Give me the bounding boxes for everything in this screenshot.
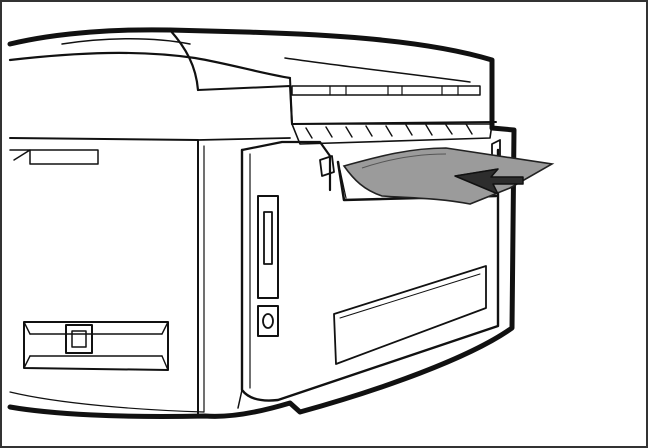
rear-door-top [240,140,332,192]
connector-panel [257,195,279,299]
printer-body [7,27,517,419]
paper-guide [291,123,493,145]
paper-sheet [342,147,555,205]
power-socket [257,305,279,337]
connector-port [263,211,273,265]
paper-sheet-shadow [361,153,447,169]
arrow-icon [454,168,524,195]
tray-latch [65,324,93,354]
rear-vent-strip [291,85,481,96]
door-panel-recess [333,265,487,365]
